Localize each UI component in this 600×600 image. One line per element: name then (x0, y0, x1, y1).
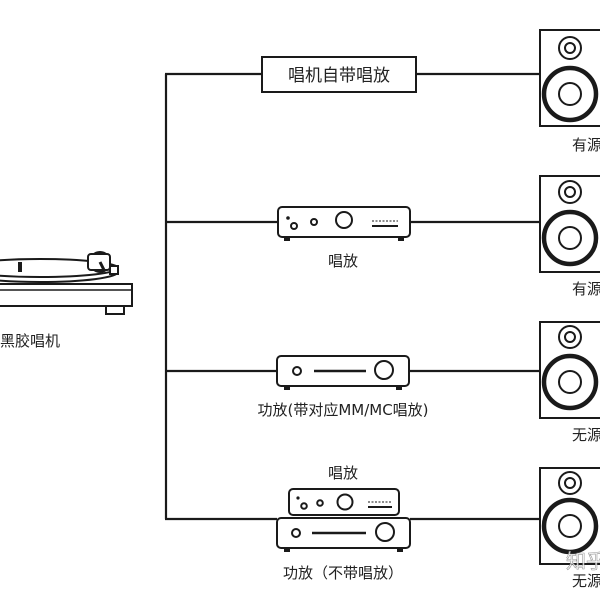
source-label: 黑胶唱机 (0, 332, 60, 350)
stacked-phono-label: 唱放 (328, 464, 358, 482)
speaker-label-1: 有源 (572, 136, 600, 154)
phono-preamp-label: 唱放 (328, 252, 358, 270)
speaker-label-4: 无源 (572, 572, 600, 590)
speaker-label-2: 有源 (572, 280, 600, 298)
speaker-icon-1 (539, 29, 600, 127)
speaker-icon-3 (539, 321, 600, 419)
speaker-icon-2 (539, 175, 600, 273)
stacked-phono-preamp-icon (288, 488, 400, 516)
amplifier-icon (276, 355, 410, 390)
connection-lines (164, 72, 540, 521)
speaker-icon-4 (539, 467, 600, 565)
stacked-amplifier-icon (276, 517, 411, 552)
builtin-phono-box (261, 56, 417, 93)
watermark-text: 知乎 (566, 549, 600, 573)
builtin-phono-label: 唱机自带唱放 (288, 66, 390, 86)
amplifier-label: 功放(带对应MM/MC唱放) (257, 401, 428, 419)
stacked-amplifier-label: 功放（不带唱放） (283, 564, 403, 582)
turntable-icon (0, 251, 133, 315)
phono-preamp-icon (277, 206, 411, 241)
speaker-label-3: 无源 (572, 426, 600, 444)
